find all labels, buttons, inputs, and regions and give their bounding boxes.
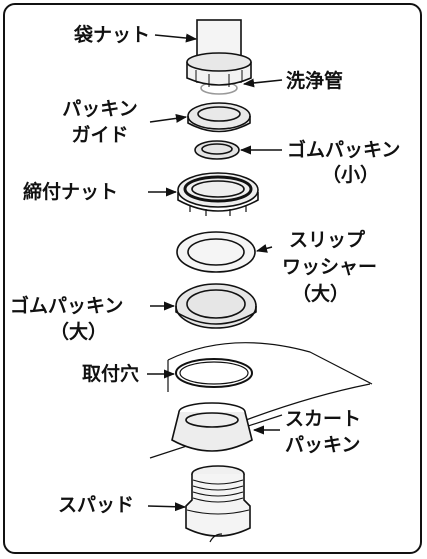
label-skirt-packing-2: パッキン (285, 434, 361, 456)
slip-washer (176, 231, 256, 273)
label-packing-guide-2: ガイド (71, 124, 129, 146)
label-gom-packing-large-1: ゴムパッキン (10, 295, 124, 317)
label-gom-packing-small-2: （小） (322, 164, 380, 186)
spud (185, 465, 251, 543)
arrow-spud (147, 502, 187, 512)
arrow-slip (255, 244, 273, 253)
label-shimetsuke-nut: 締付ナット (23, 181, 119, 203)
rubber-packing-small (194, 140, 240, 160)
label-toritsuke-ana: 取付穴 (82, 363, 140, 385)
arrow-fukuro (154, 33, 198, 43)
cap-nut (186, 52, 252, 87)
arrow-senjokan (242, 78, 283, 88)
skirt-packing (171, 402, 253, 452)
label-spud: スパッド (58, 494, 135, 516)
tightening-nut (177, 172, 259, 216)
label-fukuro-nut: 袋ナット (74, 24, 151, 46)
diagram-frame (3, 3, 422, 554)
label-gom-packing-large-2: （大） (50, 321, 108, 343)
arrow-guide (149, 113, 188, 123)
packing-guide (187, 102, 251, 133)
label-senjokan: 洗浄管 (286, 70, 344, 92)
label-gom-packing-small-1: ゴムパッキン (287, 139, 401, 161)
label-slip-washer-1: スリップ (289, 229, 366, 251)
rubber-packing-large (175, 283, 257, 329)
label-packing-guide-1: パッキン (62, 98, 138, 120)
label-slip-washer-2: ワッシャー (282, 256, 378, 278)
label-slip-washer-3: （大） (292, 283, 350, 305)
label-skirt-packing-1: スカート (285, 408, 362, 430)
